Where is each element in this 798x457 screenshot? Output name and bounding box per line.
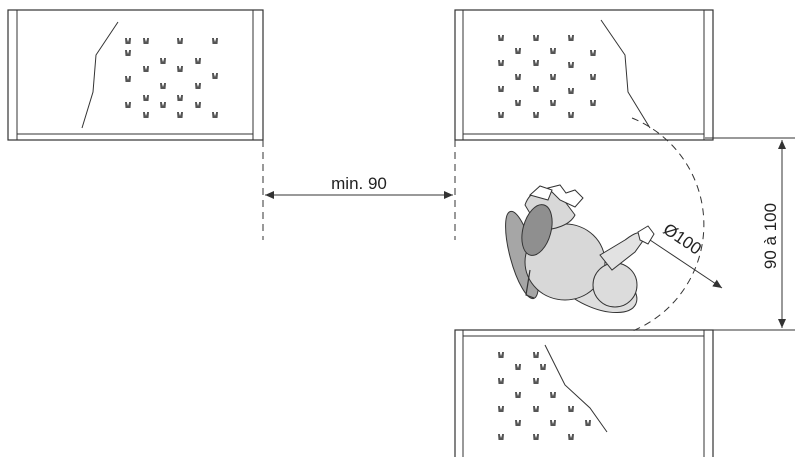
turning-circle-arc [629, 117, 705, 333]
aisle-width-label: min. 90 [331, 174, 387, 193]
wheelchair-user-figure [505, 184, 655, 314]
shelf-top-left [7, 9, 264, 141]
turning-diameter-line [649, 239, 723, 289]
shelf-top-right [454, 9, 714, 141]
shelf-bottom [454, 329, 714, 457]
turning-diameter-label: Ø100 [660, 220, 705, 259]
aisle-depth-label: 90 à 100 [761, 203, 780, 269]
